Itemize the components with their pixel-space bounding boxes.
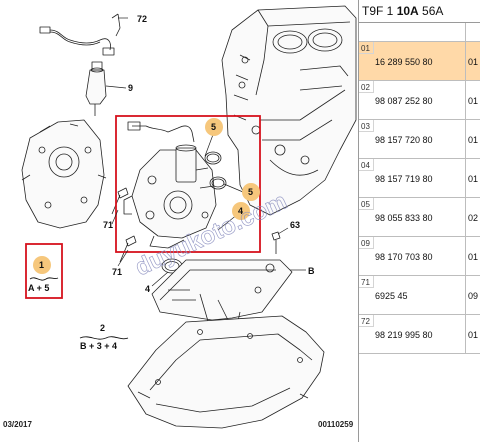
callout-1-subtext: A + 5 <box>28 283 49 293</box>
ref-cell-frame <box>359 276 374 288</box>
ref-cell-frame <box>359 237 374 249</box>
panel-header: T9F 1 10A 56A <box>359 0 480 23</box>
part-number: 98 087 252 80 <box>375 96 433 106</box>
callout-72: 72 <box>137 14 147 24</box>
table-header-strip <box>359 23 480 42</box>
callout-1: 1 <box>39 260 44 270</box>
table-row[interactable]: 02 98 087 252 80 01 <box>359 81 480 120</box>
part-ref: 71 <box>361 278 370 287</box>
part-number: 98 170 703 80 <box>375 252 433 262</box>
quantity-cell: 01 <box>465 159 480 197</box>
quantity-cell: 09 <box>465 276 480 314</box>
quantity-cell: 01 <box>465 120 480 158</box>
part-number: 98 157 720 80 <box>375 135 433 145</box>
callout-2-subtext: B + 3 + 4 <box>80 341 117 351</box>
callout-4-badge: 4 <box>238 206 243 216</box>
footer-code: 00110259 <box>318 420 354 429</box>
callout-63: 63 <box>290 220 300 230</box>
part-quantity: 01 <box>468 57 479 67</box>
table-row[interactable]: 04 98 157 719 80 01 <box>359 159 480 198</box>
callout-71-upper: 71 <box>103 220 113 230</box>
part-number: 6925 45 <box>375 291 408 301</box>
quantity-cell: 02 <box>465 198 480 236</box>
footer-date: 03/2017 <box>3 420 32 429</box>
part-quantity: 01 <box>468 252 479 262</box>
quantity-cell: 01 <box>465 315 480 353</box>
part-number: 16 289 550 80 <box>375 57 433 67</box>
part-quantity: 02 <box>468 213 479 223</box>
callout-4-gasket: 4 <box>145 284 150 294</box>
ref-cell-frame <box>359 42 374 54</box>
part-quantity: 01 <box>468 174 479 184</box>
callout-B: B <box>308 266 315 276</box>
quantity-cell: 01 <box>465 81 480 119</box>
callout-5-lower: 5 <box>248 187 253 197</box>
exploded-parts-diagram: 72 9 5 5 4 71 71 4 63 B 1 A + 5 2 B + 3 … <box>3 5 357 429</box>
parts-rows: 01 16 289 550 80 01 02 98 087 252 80 01 03 98 1… <box>359 42 480 354</box>
part-ref: 02 <box>361 83 370 92</box>
highlight-frame-assembly <box>115 115 261 253</box>
part-ref: 09 <box>361 239 370 248</box>
header-prefix: T9F 1 <box>362 4 397 18</box>
seal-rings <box>204 151 227 190</box>
table-row[interactable]: 71 6925 45 09 <box>359 276 480 315</box>
table-row[interactable]: 05 98 055 833 80 02 <box>359 198 480 237</box>
part-ref: 03 <box>361 122 370 131</box>
part-ref: 72 <box>361 317 370 326</box>
sensor-part <box>85 61 107 116</box>
part-ref: 01 <box>361 44 370 53</box>
part-ref: 05 <box>361 200 370 209</box>
part-quantity: 01 <box>468 330 479 340</box>
timing-cover <box>21 119 107 229</box>
callout-9: 9 <box>128 83 133 93</box>
table-row[interactable]: 09 98 170 703 80 01 <box>359 237 480 276</box>
table-row[interactable]: 72 98 219 995 80 01 <box>359 315 480 354</box>
part-number: 98 219 995 80 <box>375 330 433 340</box>
header-suffix: 56A <box>418 4 444 18</box>
callout-5-top: 5 <box>211 122 216 132</box>
ref-cell-frame <box>359 198 374 210</box>
ref-cell-frame <box>359 120 374 132</box>
part-number: 98 055 833 80 <box>375 213 433 223</box>
callout-2: 2 <box>100 323 105 333</box>
quantity-cell: 01 <box>465 42 480 80</box>
part-number: 98 157 719 80 <box>375 174 433 184</box>
ref-cell-frame <box>359 315 374 327</box>
highlight-frame-ref <box>25 243 63 299</box>
parts-table: T9F 1 10A 56A 01 16 289 550 80 01 02 98 087 … <box>358 0 480 442</box>
ref-cell-frame <box>359 81 374 93</box>
ref-cell-frame <box>359 159 374 171</box>
engine-block <box>221 5 357 216</box>
oil-sump <box>127 315 325 429</box>
quantity-cell: 01 <box>465 237 480 275</box>
part-ref: 04 <box>361 161 370 170</box>
part-quantity: 01 <box>468 96 479 106</box>
wiring-harness <box>39 13 121 56</box>
callout-71-lower: 71 <box>112 267 122 277</box>
header-bold: 10A <box>396 4 419 18</box>
part-quantity: 01 <box>468 135 479 145</box>
table-row[interactable]: 03 98 157 720 80 01 <box>359 120 480 159</box>
oil-module-assembly <box>123 121 217 249</box>
part-quantity: 09 <box>468 291 479 301</box>
table-row[interactable]: 01 16 289 550 80 01 <box>359 42 480 81</box>
